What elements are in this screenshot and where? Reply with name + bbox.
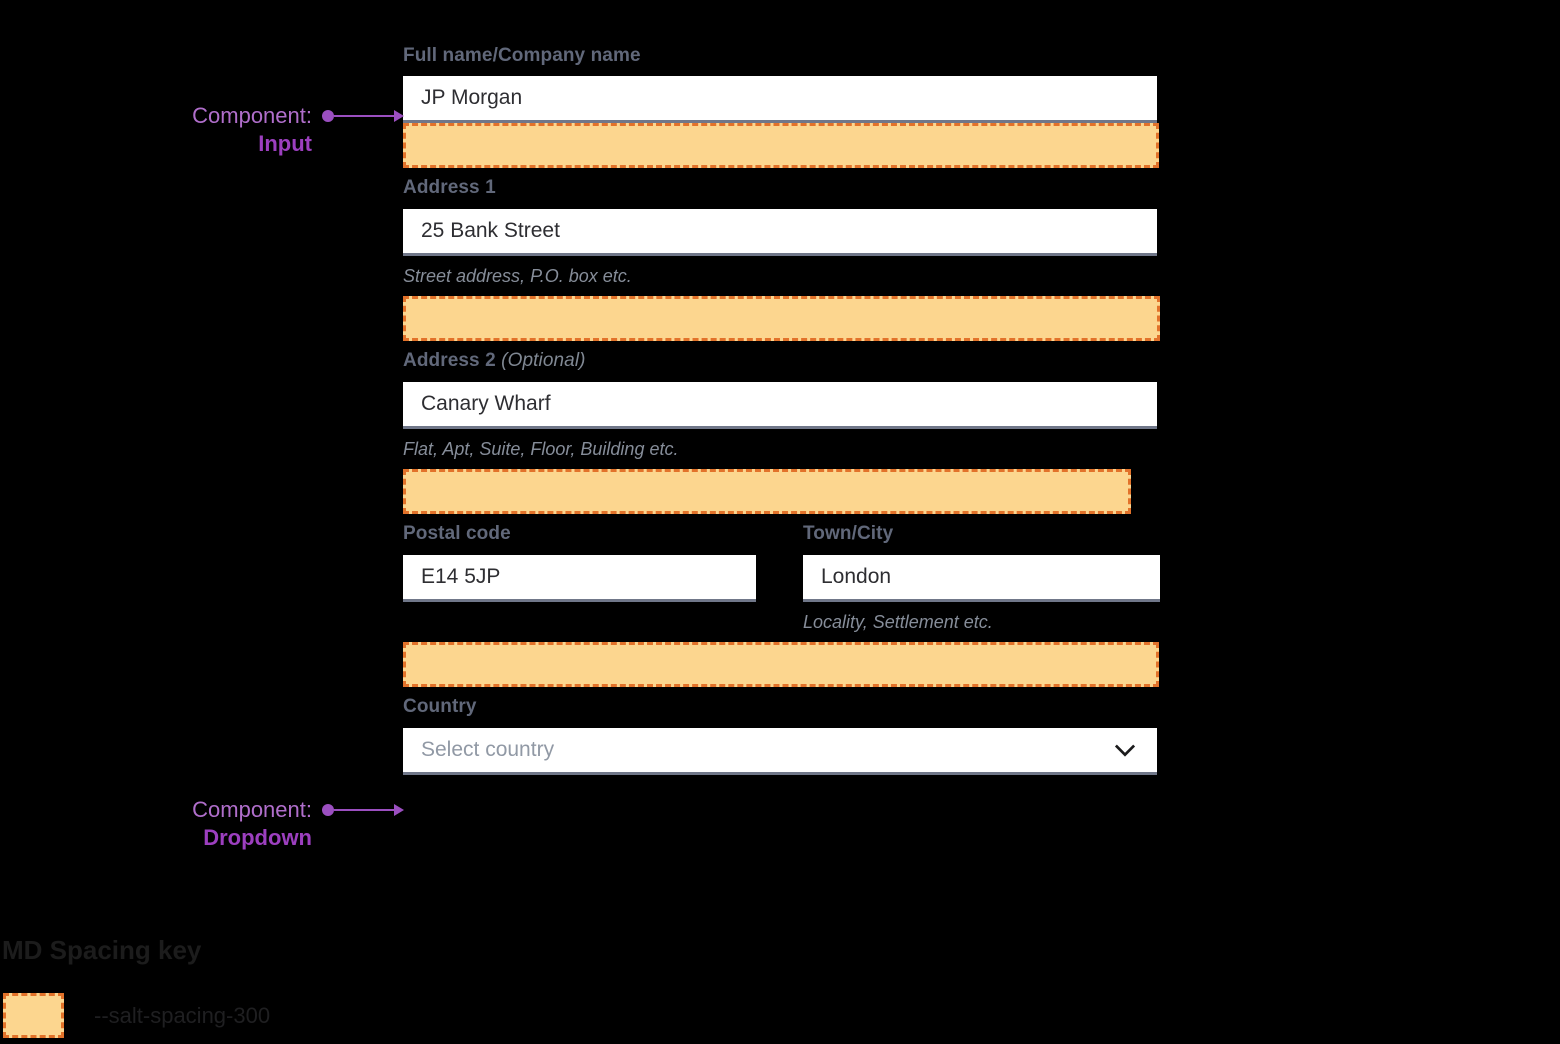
address-form: Full name/Company name JP Morgan Address… — [403, 44, 1160, 775]
annotation-dropdown-line1: Component: — [192, 797, 312, 822]
label-full-name: Full name/Company name — [403, 44, 1160, 68]
spacing-block-3 — [403, 469, 1131, 514]
spacing-key-legend: MD Spacing key --salt-spacing-300 — [0, 933, 520, 1038]
label-country-text: Country — [403, 696, 477, 717]
label-town-city: Town/City — [803, 522, 1160, 546]
input-address-2[interactable]: Canary Wharf — [403, 382, 1157, 429]
helper-address-2: Flat, Apt, Suite, Floor, Building etc. — [403, 439, 679, 459]
input-town-city-value: London — [821, 565, 892, 588]
input-address-1-value: 25 Bank Street — [421, 219, 560, 242]
annotation-dropdown-arrowhead — [394, 804, 404, 816]
helper-address-1: Street address, P.O. box etc. — [403, 266, 632, 286]
annotation-input-arrowhead — [394, 110, 404, 122]
spacing-block-1 — [403, 123, 1159, 168]
label-postal-code: Postal code — [403, 522, 756, 546]
spacing-block-2 — [403, 296, 1160, 341]
input-full-name[interactable]: JP Morgan — [403, 76, 1157, 123]
chevron-down-icon[interactable] — [1111, 736, 1139, 764]
dropdown-country[interactable]: Select country — [403, 728, 1157, 775]
annotation-input-connector — [322, 110, 404, 122]
legend-swatch-spacing-300 — [3, 993, 64, 1038]
label-address-1: Address 1 — [403, 176, 1160, 200]
annotation-dropdown: Component: Dropdown — [110, 796, 312, 852]
dropdown-country-placeholder: Select country — [421, 738, 555, 761]
label-address-1-text: Address 1 — [403, 177, 496, 198]
town-city-group: Town/City London Locality, Settlement et… — [803, 522, 1160, 634]
legend-label-spacing-300: --salt-spacing-300 — [94, 1002, 271, 1028]
column-gap — [756, 522, 803, 634]
input-town-city[interactable]: London — [803, 555, 1160, 602]
input-postal-code-value: E14 5JP — [421, 565, 501, 588]
input-address-1[interactable]: 25 Bank Street — [403, 209, 1157, 256]
postal-code-group: Postal code E14 5JP — [403, 522, 756, 634]
label-address-2: Address 2 (Optional) — [403, 349, 1160, 373]
label-address-2-optional: (Optional) — [501, 350, 586, 371]
legend-item: --salt-spacing-300 — [0, 993, 520, 1038]
postal-town-row: Postal code E14 5JP Town/City London Loc… — [403, 522, 1160, 634]
input-address-2-value: Canary Wharf — [421, 392, 551, 415]
annotation-dropdown-dot — [322, 804, 334, 816]
label-town-city-text: Town/City — [803, 523, 894, 544]
annotation-input: Component: Input — [140, 102, 312, 158]
input-full-name-value: JP Morgan — [421, 86, 523, 109]
annotation-input-line2: Input — [258, 131, 312, 156]
helper-town-city: Locality, Settlement etc. — [803, 612, 993, 632]
annotation-dropdown-line2: Dropdown — [203, 825, 312, 850]
spacing-key-title: MD Spacing key — [2, 935, 202, 965]
annotation-dropdown-connector — [322, 804, 404, 816]
label-country: Country — [403, 695, 1160, 719]
annotation-input-line1: Component: — [192, 103, 312, 128]
spacing-block-4 — [403, 642, 1159, 687]
label-postal-code-text: Postal code — [403, 523, 511, 544]
annotation-dropdown-shaft — [334, 809, 394, 811]
label-address-2-text: Address 2 — [403, 350, 496, 371]
input-postal-code[interactable]: E14 5JP — [403, 555, 756, 602]
label-full-name-text: Full name/Company name — [403, 45, 641, 66]
annotation-input-shaft — [334, 115, 394, 117]
annotation-input-dot — [322, 110, 334, 122]
